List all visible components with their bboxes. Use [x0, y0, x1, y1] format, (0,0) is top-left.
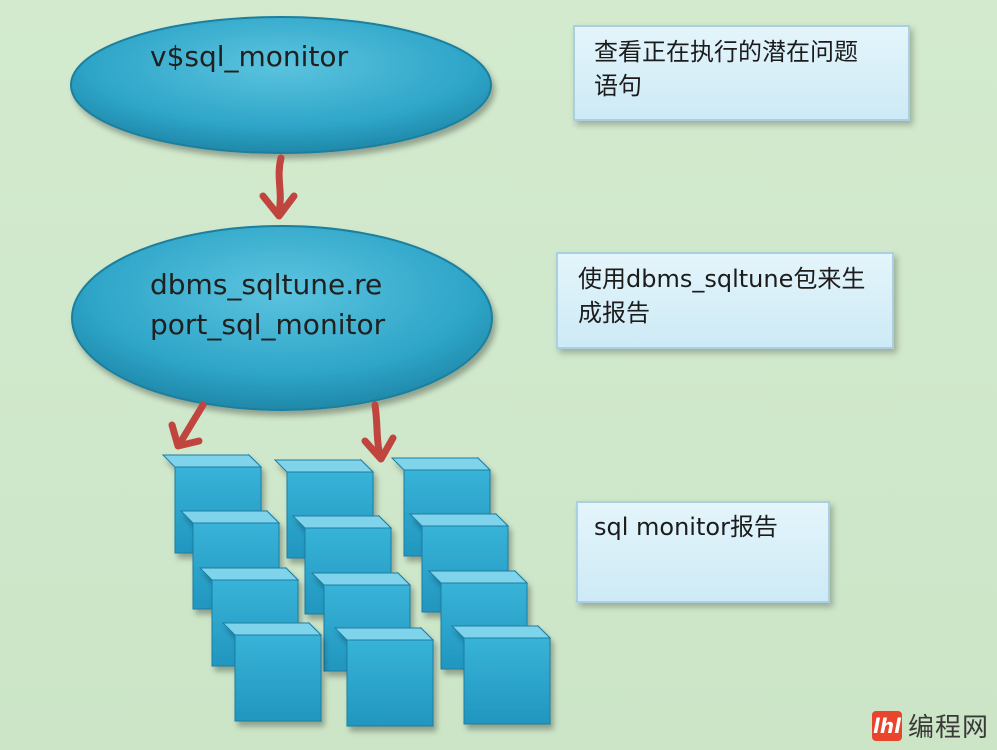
node-label-report-line1: dbms_sqltune.re: [150, 268, 383, 301]
note-box-1: [573, 25, 910, 121]
cube-front-face: [463, 637, 551, 725]
watermark-logo-icon: lhl: [871, 710, 902, 741]
cube-top-face: [198, 567, 300, 581]
arrow-down-left: [168, 401, 207, 450]
note-3-line1: sql monitor报告: [594, 513, 778, 541]
cube-top-face: [310, 572, 412, 586]
node-label-report-line2: port_sql_monitor: [150, 308, 386, 341]
cube-top-face: [291, 515, 393, 529]
cube-top-face: [408, 513, 510, 527]
cube-front-face: [346, 639, 434, 727]
cube-top-face: [221, 622, 323, 636]
cube-top-face: [333, 627, 435, 641]
cube-top-face: [161, 454, 263, 468]
arrow-down-right: [361, 401, 397, 463]
note-2-line1: 使用dbms_sqltune包来生: [578, 265, 866, 293]
note-1-line2: 语句: [594, 72, 642, 100]
cube-block: [221, 621, 323, 723]
note-1-line1: 查看正在执行的潜在问题: [594, 38, 858, 66]
node-label-v-sql-monitor: v$sql_monitor: [150, 40, 349, 73]
ellipse-v-sql-monitor: [70, 16, 492, 154]
watermark: lhl 编程网: [871, 707, 989, 744]
cube-top-face: [450, 625, 552, 639]
cube-stack: [161, 453, 552, 728]
note-2-line2: 成报告: [578, 299, 650, 327]
cube-block: [333, 626, 435, 728]
cube-block: [450, 624, 552, 726]
cube-top-face: [179, 510, 281, 524]
note-box-2: [556, 252, 894, 349]
cube-top-face: [390, 457, 492, 471]
note-box-3: [576, 501, 830, 603]
arrow-down-1: [259, 154, 298, 220]
watermark-text: 编程网: [907, 713, 989, 743]
cube-front-face: [234, 634, 322, 722]
cube-top-face: [427, 570, 529, 584]
cube-top-face: [273, 459, 375, 473]
ellipse-report-sql-monitor: [71, 225, 493, 411]
